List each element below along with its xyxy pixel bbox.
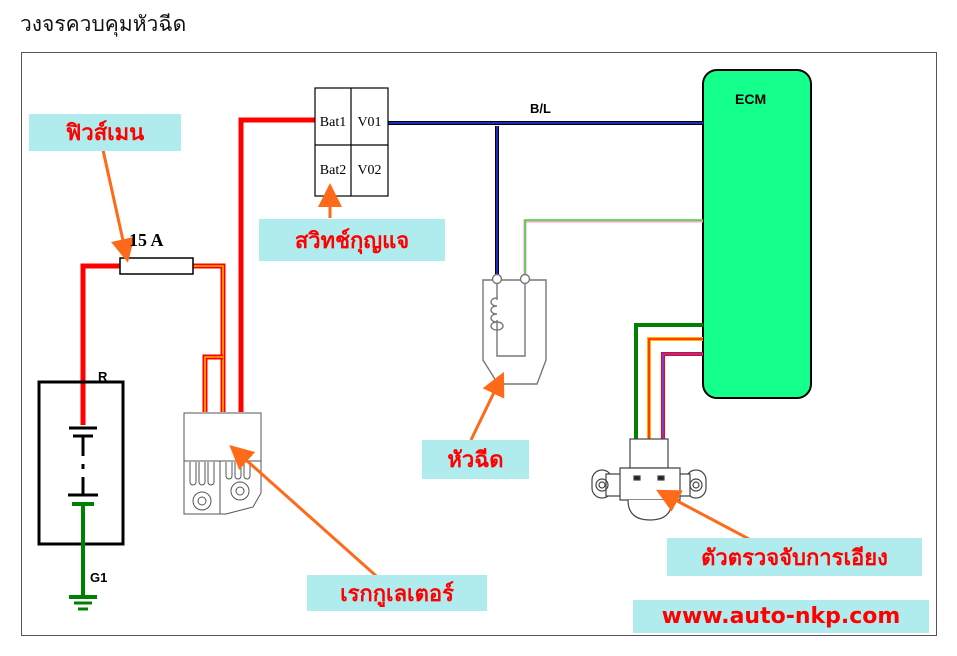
injector-icon — [482, 273, 547, 385]
wire-fuse-regulator — [193, 263, 226, 412]
ignition-switch-callout: สวิทช์กุญแจ — [259, 219, 445, 261]
switch-terminal-bat1: Bat1 — [319, 115, 347, 130]
watermark: www.auto-nkp.com — [633, 600, 929, 633]
ignition-switch — [314, 87, 389, 197]
ecm-label: ECM — [735, 91, 767, 107]
wire-injector-ecm — [523, 219, 703, 276]
switch-terminal-bat2: Bat2 — [319, 163, 347, 178]
injector-callout: หัวฉีด — [422, 440, 529, 479]
wire-sensor-purple — [661, 352, 703, 440]
fuse-rating-label: 15 A — [129, 230, 164, 250]
battery-wire-label-r: R — [98, 369, 108, 384]
fuse-callout: ฟิวส์เมน — [29, 114, 181, 151]
switch-terminal-v02: V02 — [357, 163, 382, 178]
wire-red-battery — [80, 263, 120, 425]
injector-callout-arrow — [469, 371, 505, 441]
regulator-callout: เรกกูเลเตอร์ — [307, 575, 487, 611]
ground-icon — [69, 595, 97, 611]
ground-wire — [72, 502, 94, 597]
ground-label-g1: G1 — [90, 570, 108, 585]
regulator-icon — [183, 412, 262, 515]
regulator-callout-arrow — [229, 445, 384, 584]
fuse-callout-arrow — [101, 149, 135, 263]
switch-terminal-v01: V01 — [357, 115, 382, 130]
fuse-body — [119, 257, 194, 275]
wire-red-switch — [238, 117, 316, 412]
wire-sensor-green — [634, 323, 703, 440]
diagram-frame — [21, 52, 937, 636]
wire-sensor-orange — [647, 337, 703, 440]
wire-label-bl: B/L — [530, 101, 551, 116]
page-title: วงจรควบคุมหัวฉีด — [20, 12, 187, 36]
tilt-sensor-callout: ตัวตรวจจับการเอียง — [667, 538, 922, 576]
ecm-box — [702, 69, 812, 399]
